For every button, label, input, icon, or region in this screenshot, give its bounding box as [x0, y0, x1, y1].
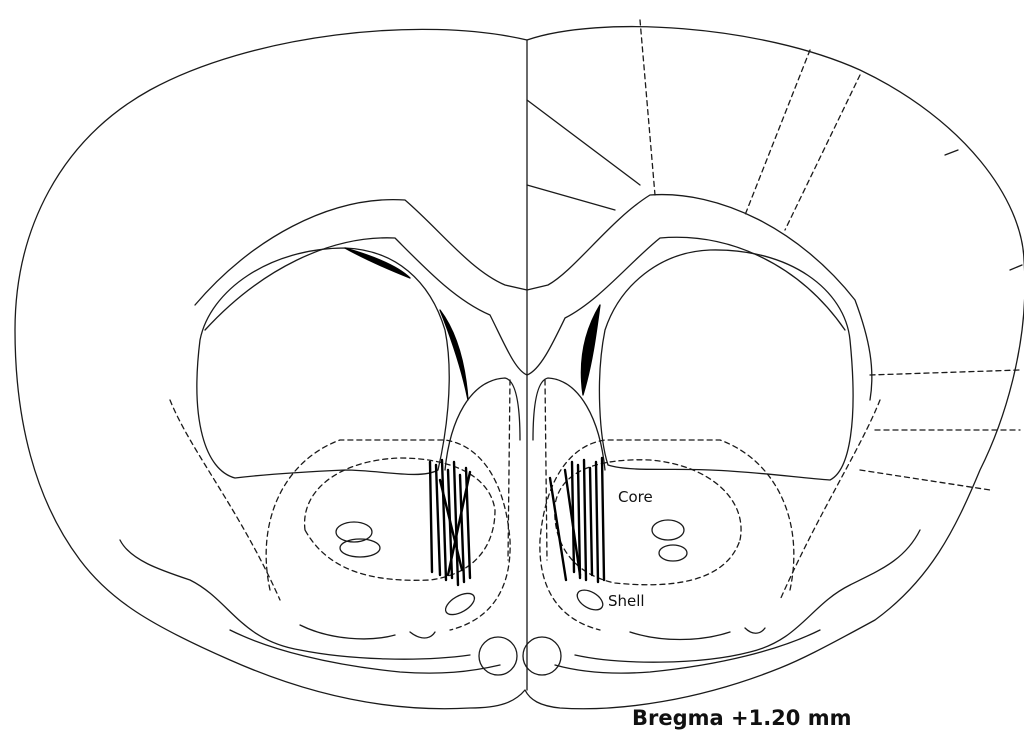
islands-right — [630, 628, 765, 640]
corpus-callosum-inner — [205, 237, 845, 375]
injection-tracks-right — [550, 458, 604, 582]
cortex-line-a — [527, 100, 640, 185]
cortex-division-1 — [640, 20, 655, 195]
ventral-layer-left — [230, 630, 500, 673]
cortex-division-6 — [860, 470, 990, 490]
dashed-outer-left — [170, 400, 280, 600]
cortex-tick-2 — [1010, 265, 1022, 270]
cortex-tick-1 — [945, 150, 958, 155]
islands-left — [300, 625, 435, 639]
label-core: Core — [618, 488, 653, 506]
ventral-circle-right — [523, 637, 561, 675]
septum-right — [533, 378, 605, 470]
track-left-5 — [454, 462, 458, 585]
midline-dashed-right — [545, 380, 547, 560]
label-shell: Shell — [608, 592, 645, 610]
ventral-oval-right — [574, 586, 606, 614]
striatum-left — [197, 248, 449, 478]
track-left-1 — [430, 462, 432, 572]
lateral-ventricle-left — [345, 248, 410, 278]
ventral-layer-right — [555, 630, 820, 673]
brain-outline — [15, 27, 1024, 709]
track-right-5 — [596, 462, 598, 582]
track-right-6 — [602, 458, 604, 580]
cortex-division-3 — [785, 75, 860, 230]
cortex-division-2 — [745, 50, 810, 215]
accumbens-core-right — [555, 460, 741, 585]
track-left-3 — [442, 460, 446, 580]
bregma-caption: Bregma +1.20 mm — [632, 706, 852, 730]
cortex-division-4 — [870, 370, 1020, 375]
anterior-commissure-right-2 — [659, 545, 687, 561]
lateral-ventricle-left-lower — [440, 310, 468, 400]
ventral-circle-left — [479, 637, 517, 675]
cortex-line-b — [527, 185, 615, 210]
lateral-ventricle-right — [581, 305, 600, 395]
ventral-oval-left — [442, 589, 478, 619]
track-right-4 — [590, 468, 592, 575]
striatum-right — [599, 250, 853, 480]
dashed-outer-right — [780, 400, 880, 600]
corpus-callosum — [195, 195, 872, 400]
anterior-commissure-right-1 — [652, 520, 684, 540]
injection-tracks-left — [430, 460, 470, 585]
olfactory-tubercle-left — [120, 540, 470, 659]
track-right-3 — [584, 460, 586, 580]
